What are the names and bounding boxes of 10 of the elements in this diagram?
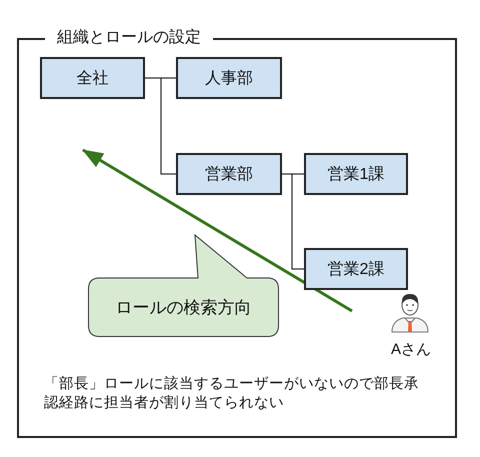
person-caption: Aさん — [390, 340, 432, 359]
note-text: 「部長」ロールに該当するユーザーがいないので部長承認経路に担当者が割り当てられない — [44, 375, 420, 413]
org-box: 人事部 — [176, 57, 282, 99]
speech-bubble: ロールの検索方向 — [88, 234, 279, 337]
org-box: 営業1課 — [304, 153, 408, 195]
org-box: 全社 — [40, 57, 145, 99]
org-box: 営業2課 — [304, 248, 408, 290]
connector-line — [282, 174, 304, 270]
connector-line — [144, 78, 176, 174]
org-box: 営業部 — [176, 153, 282, 195]
